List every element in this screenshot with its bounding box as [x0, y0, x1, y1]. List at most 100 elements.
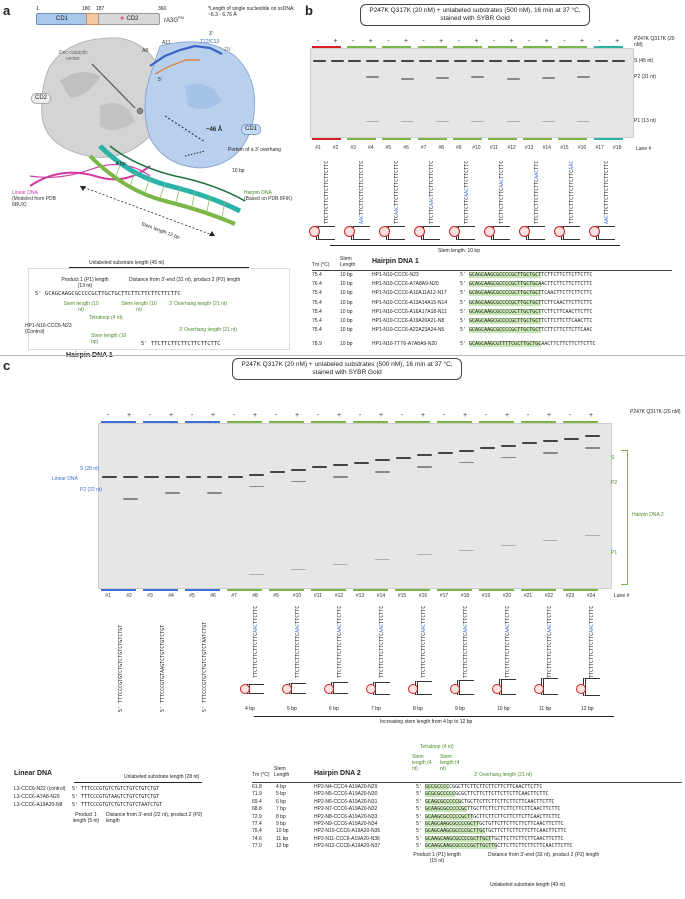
lane-group-bar [558, 46, 588, 48]
hairpin-structure-seq: TTCTTCTTCTTCTTCAACTTC [534, 158, 540, 224]
stem-cell: 9 bp [276, 821, 286, 827]
seq-stem: GCAGCAAGCGCCCCGCTTGCTGCT [469, 272, 542, 278]
stem-cell: 10 bp [340, 281, 353, 288]
seq-mutation: AAC [253, 623, 259, 633]
seq-prime: 5' [460, 272, 470, 278]
hairpin-structure-seq: TTCTTCTTCTTCTTCAACTTCTTC [337, 606, 343, 678]
panel-divider [0, 355, 685, 356]
stem-cell: 10 bp [340, 318, 353, 324]
stem-cell: 11 bp [276, 835, 289, 842]
seq-part: TTCTTCTTCTTCTTC [547, 632, 553, 678]
domain-b1: 180 [82, 6, 91, 12]
lane-number: #6 [210, 593, 216, 599]
name-cell: HP1-N10-CCC6-A22A23A24-N5 [372, 327, 445, 334]
seq-part: TTCTTCTTCTTC [499, 187, 505, 224]
seq-overhang: TTGCTTCTTCTTCTTCTTCTTCAACTTCTTC [467, 806, 561, 813]
lane-group-bar-bottom [312, 138, 341, 140]
cd2-domain-label: CD2 [126, 16, 139, 22]
lane-sign: + [252, 412, 258, 419]
tm-cell: 75.4 [312, 318, 322, 324]
seq-overhang: TGCTTCTTCTTCTTCAACTTCTTC [491, 835, 564, 842]
lane-sign: - [358, 412, 362, 419]
lane-number: #18 [460, 593, 470, 599]
tm-cell: 75.4 [312, 308, 322, 315]
lane-group-bar [593, 46, 623, 48]
ten-bp-label: 10 bp [232, 168, 245, 174]
sequence-cell: 5' GCAGCAAGCGCCCCGCTTGCTGCTTCTTCAACTTCTT… [460, 299, 592, 307]
linear-dna-seq: 5' TTTCCCGTGTCTGTCTGTCTGTCTGT [118, 624, 124, 712]
seq-stem: GCAGCAAGCGCCCCGCTT [425, 821, 480, 827]
sequence-cell: 5' GCAGCAAGCGCCCCGCTTGCTGCTTCAACTTCTTCTT… [460, 290, 592, 297]
gel-band-s [333, 464, 348, 466]
gel-band-p1 [541, 121, 555, 122]
control-label: HP1-N10-CCC6-N23 (Control) [25, 323, 72, 335]
cd1-domain: CD1 [36, 13, 88, 25]
sequence-cell: 5' GCAGCAAGCGTTTTCGCTTGCTGCAACTTCTTCTTCT… [460, 341, 595, 348]
seq-mutation: AAC [359, 214, 365, 224]
gel-band-p2 [459, 461, 474, 464]
hairpin1-scheme: Unlabeled substrate length (45 nt) Produ… [25, 260, 290, 350]
gel-band-p1 [401, 121, 414, 122]
gel-band-s [348, 60, 362, 62]
gel-band-s [165, 476, 180, 478]
gel-band-p2 [375, 471, 390, 473]
name-cell: L3-CCC6-N22 (control) [14, 786, 66, 792]
lane-group-bar-bottom [521, 589, 556, 591]
lane-group-bar [452, 46, 482, 48]
hairpin-structure-seq: TTCTTCTTCTTCTTCAACTTCTTC [295, 606, 301, 678]
lane-number: #18 [613, 145, 622, 151]
seq-stem: GCAGCAAGCGCCCCGCTTGCTGCA [469, 281, 542, 288]
lane-sign: - [190, 412, 194, 419]
tm-cell: 75.4 [312, 290, 322, 297]
gel-band-s [186, 476, 201, 478]
panel-c-title-2: stained with SYBR Gold [312, 369, 382, 376]
hairpin-structure-seq: TTCTTCTTCTTCTTCAACTTCTTC [505, 606, 511, 678]
tetraloop-icon [282, 684, 292, 694]
lane-sign: + [420, 412, 426, 419]
linear-dna-title: Linear DNA [12, 190, 38, 196]
sequence-cell: 5' TTTCCCGTGTCTGTCTGTCTGTCTGT [72, 786, 160, 792]
name-cell: HP2-N10-CCC6-A19A20-N35 [314, 828, 381, 835]
hp2-product1: Product 1 (P1) length (15 nt) [413, 852, 461, 864]
hairpin-structure-seq: TTCTTCTTCTTCTTCAACTTCTTC [253, 606, 259, 678]
lane-group-bar-bottom [347, 138, 377, 140]
lane-sign: + [546, 412, 552, 419]
tetraloop-icon [484, 226, 495, 237]
lane-number: #15 [560, 145, 569, 151]
cd2-label-text: CD2 [35, 95, 48, 101]
lane-number: #22 [544, 593, 554, 599]
gel-band-p1 [365, 121, 379, 122]
seq-part: TTCTTCTTC [464, 196, 470, 224]
gel-band-s [594, 60, 608, 62]
domain-end: 360 [158, 6, 167, 12]
seq-part: TTCTTCTTCTTCTTC [253, 632, 259, 678]
seq-mutation: AAC [569, 160, 575, 170]
panel-a-label: a [3, 3, 11, 18]
seq-stem: GCAGCAAGCGCCCCGCTTGC [425, 828, 486, 835]
gel-band-s [330, 60, 344, 62]
stem-bp-label: Stem length (10 bp) [91, 333, 127, 345]
seq-part: TTCTTCTTCTTCTTC [463, 632, 469, 678]
hairpin1-seq: 5' GCAGCAAGCGCCCCGCTTGCTGCTTCTTCTTCTTCTT… [35, 291, 181, 297]
tetraloop-icon [379, 226, 390, 237]
lane-group-bar [353, 421, 388, 423]
seq-part: TTCTTCTTC [464, 160, 470, 188]
sequence-cell: 5' GCAAGCAAGCGCCCCGCTTGCTTGCTTCTTCTTCTTC… [416, 835, 564, 843]
seq-part: TTCTTC [429, 205, 435, 224]
seq-stem: GCAAGCAAGCGCCCCGCTTGCTTG [425, 843, 498, 850]
hairpin2-side-label: Hairpin DNA 2 [632, 512, 664, 518]
sequence-cell: 5' GCAAGCGCCCCCGCTTGCTTCTTCTTCTTCTTCTTCA… [416, 813, 561, 821]
lane-group-bar-bottom [593, 138, 623, 140]
seq-part: TTCTTCTTCTTCTTC [534, 178, 540, 224]
tetraloop-icon [519, 226, 530, 237]
lane-sign: + [333, 38, 338, 45]
cd1-label-text: CD1 [245, 126, 258, 132]
seq-mutation: AAC [379, 623, 385, 633]
seq-overhang: CGGCTTCTTCTTCTTCTTCTTCAACTTCTTC [449, 784, 543, 790]
hp2-tetraloop: Tetraloop (4 nt) [420, 744, 454, 750]
cd2-label: CD2 [31, 93, 52, 104]
lane-group-bar-bottom [452, 138, 482, 140]
gel-band-p1 [291, 568, 306, 570]
